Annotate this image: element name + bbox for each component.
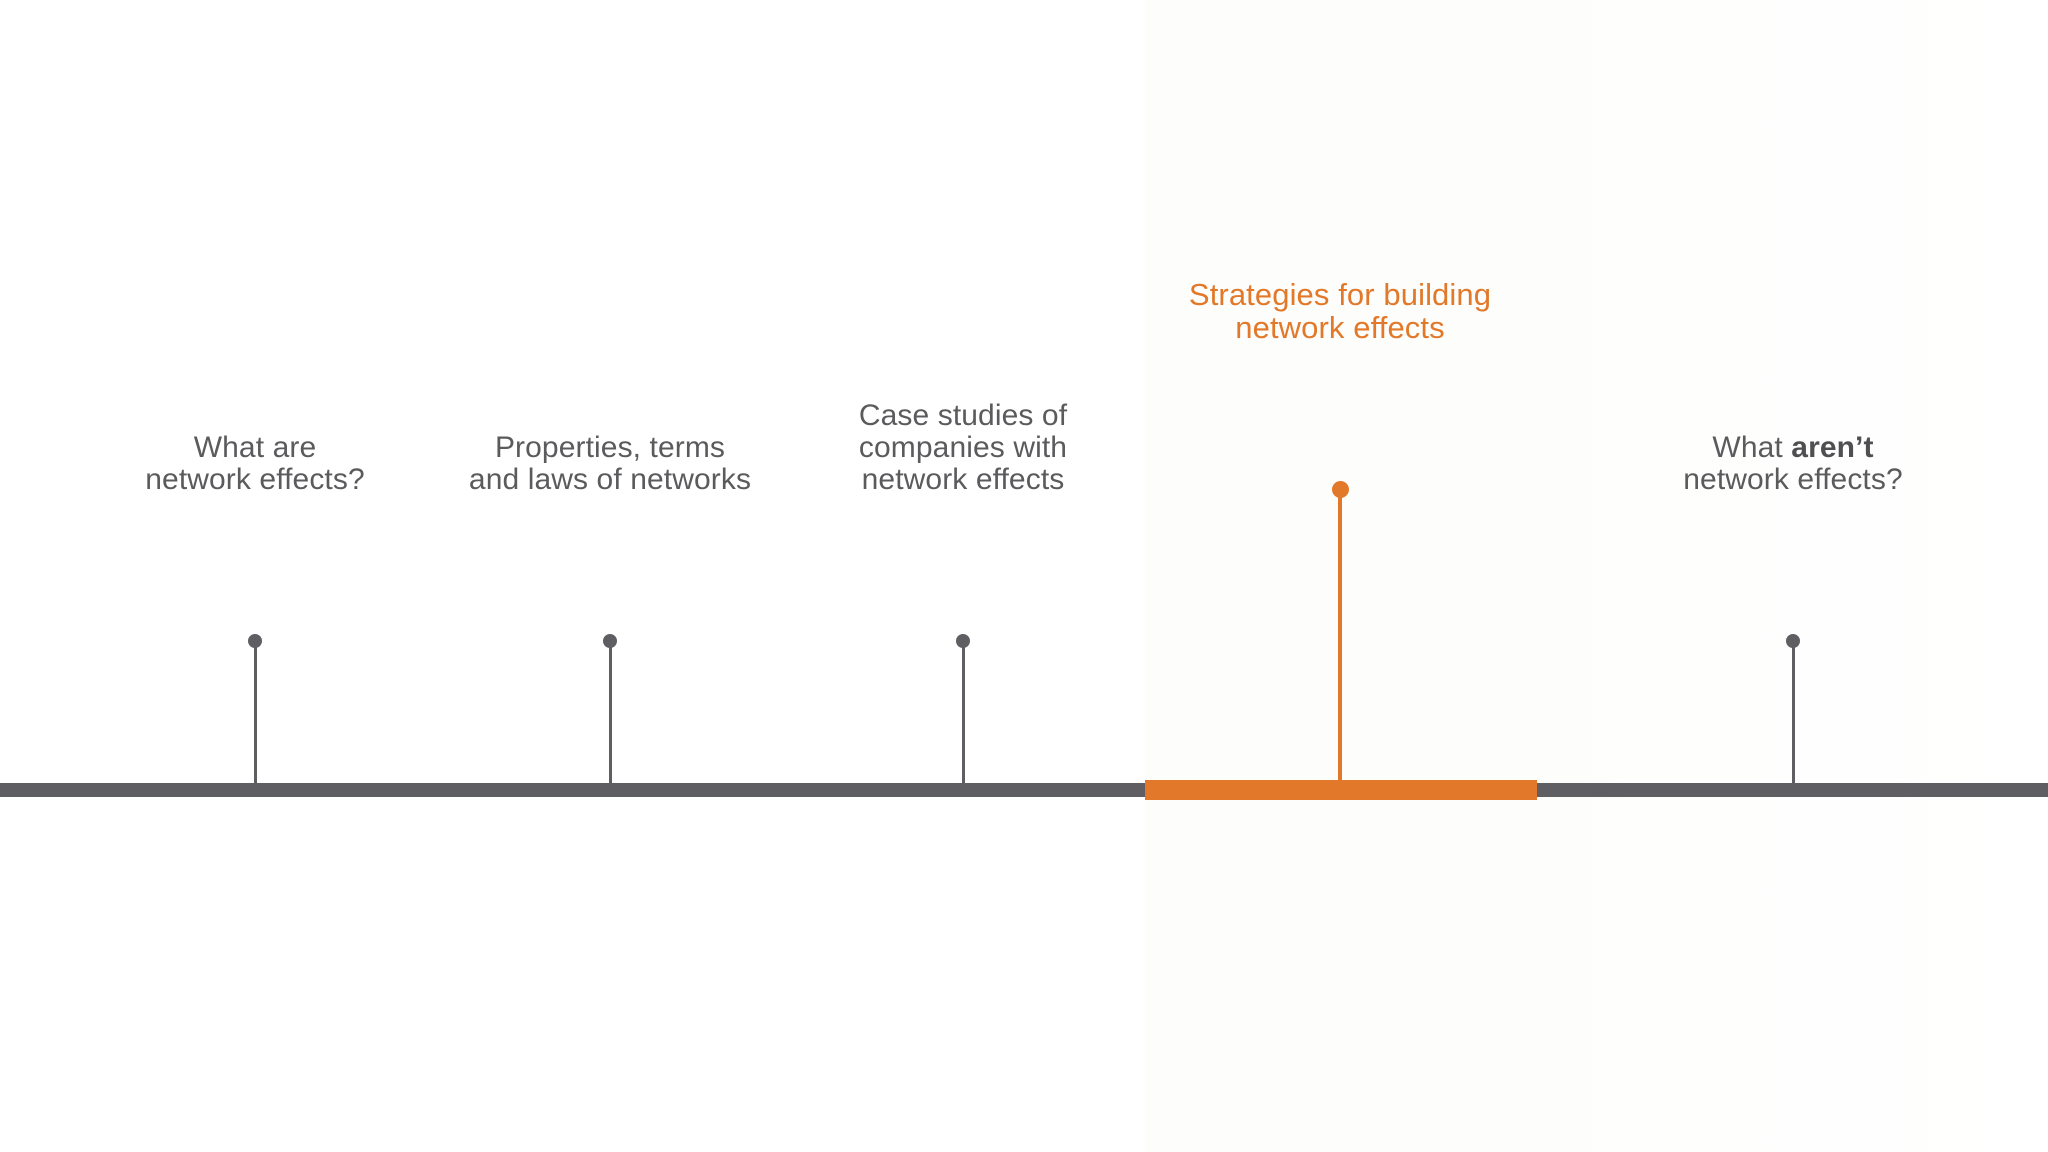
timeline-rail-active-segment: [1145, 780, 1537, 800]
milestone-label-emphasis: aren’t: [1791, 430, 1874, 464]
milestone-label-line-2: network effects?: [1683, 462, 1903, 496]
milestone-stem: [608, 638, 612, 788]
milestone-stem: [961, 638, 965, 788]
milestone-stem-active: [1338, 488, 1342, 788]
milestone-stem: [1791, 638, 1795, 788]
milestone-dot-icon: [956, 634, 970, 648]
milestone-label-strategies-for-building: Strategies for building network effects: [1188, 276, 1492, 345]
milestone-dot-active-icon: [1331, 481, 1349, 498]
milestone-dot-icon: [1786, 634, 1800, 648]
milestone-stem: [253, 638, 257, 788]
milestone-label-what-arent-network-effects: What aren’t network effects?: [1583, 430, 2003, 496]
milestone-label-case-studies: Case studies of companies with network e…: [858, 398, 1068, 496]
active-section-highlight-band: [1145, 0, 2048, 1152]
milestone-label-prefix: What: [1712, 430, 1792, 464]
milestone-dot-icon: [603, 634, 617, 648]
milestone-dot-icon: [248, 634, 262, 648]
timeline-rail: [0, 783, 2048, 797]
milestone-label-what-are-network-effects: What are network effects?: [145, 430, 365, 496]
milestone-label-properties-terms-laws: Properties, terms and laws of networks: [468, 430, 752, 496]
